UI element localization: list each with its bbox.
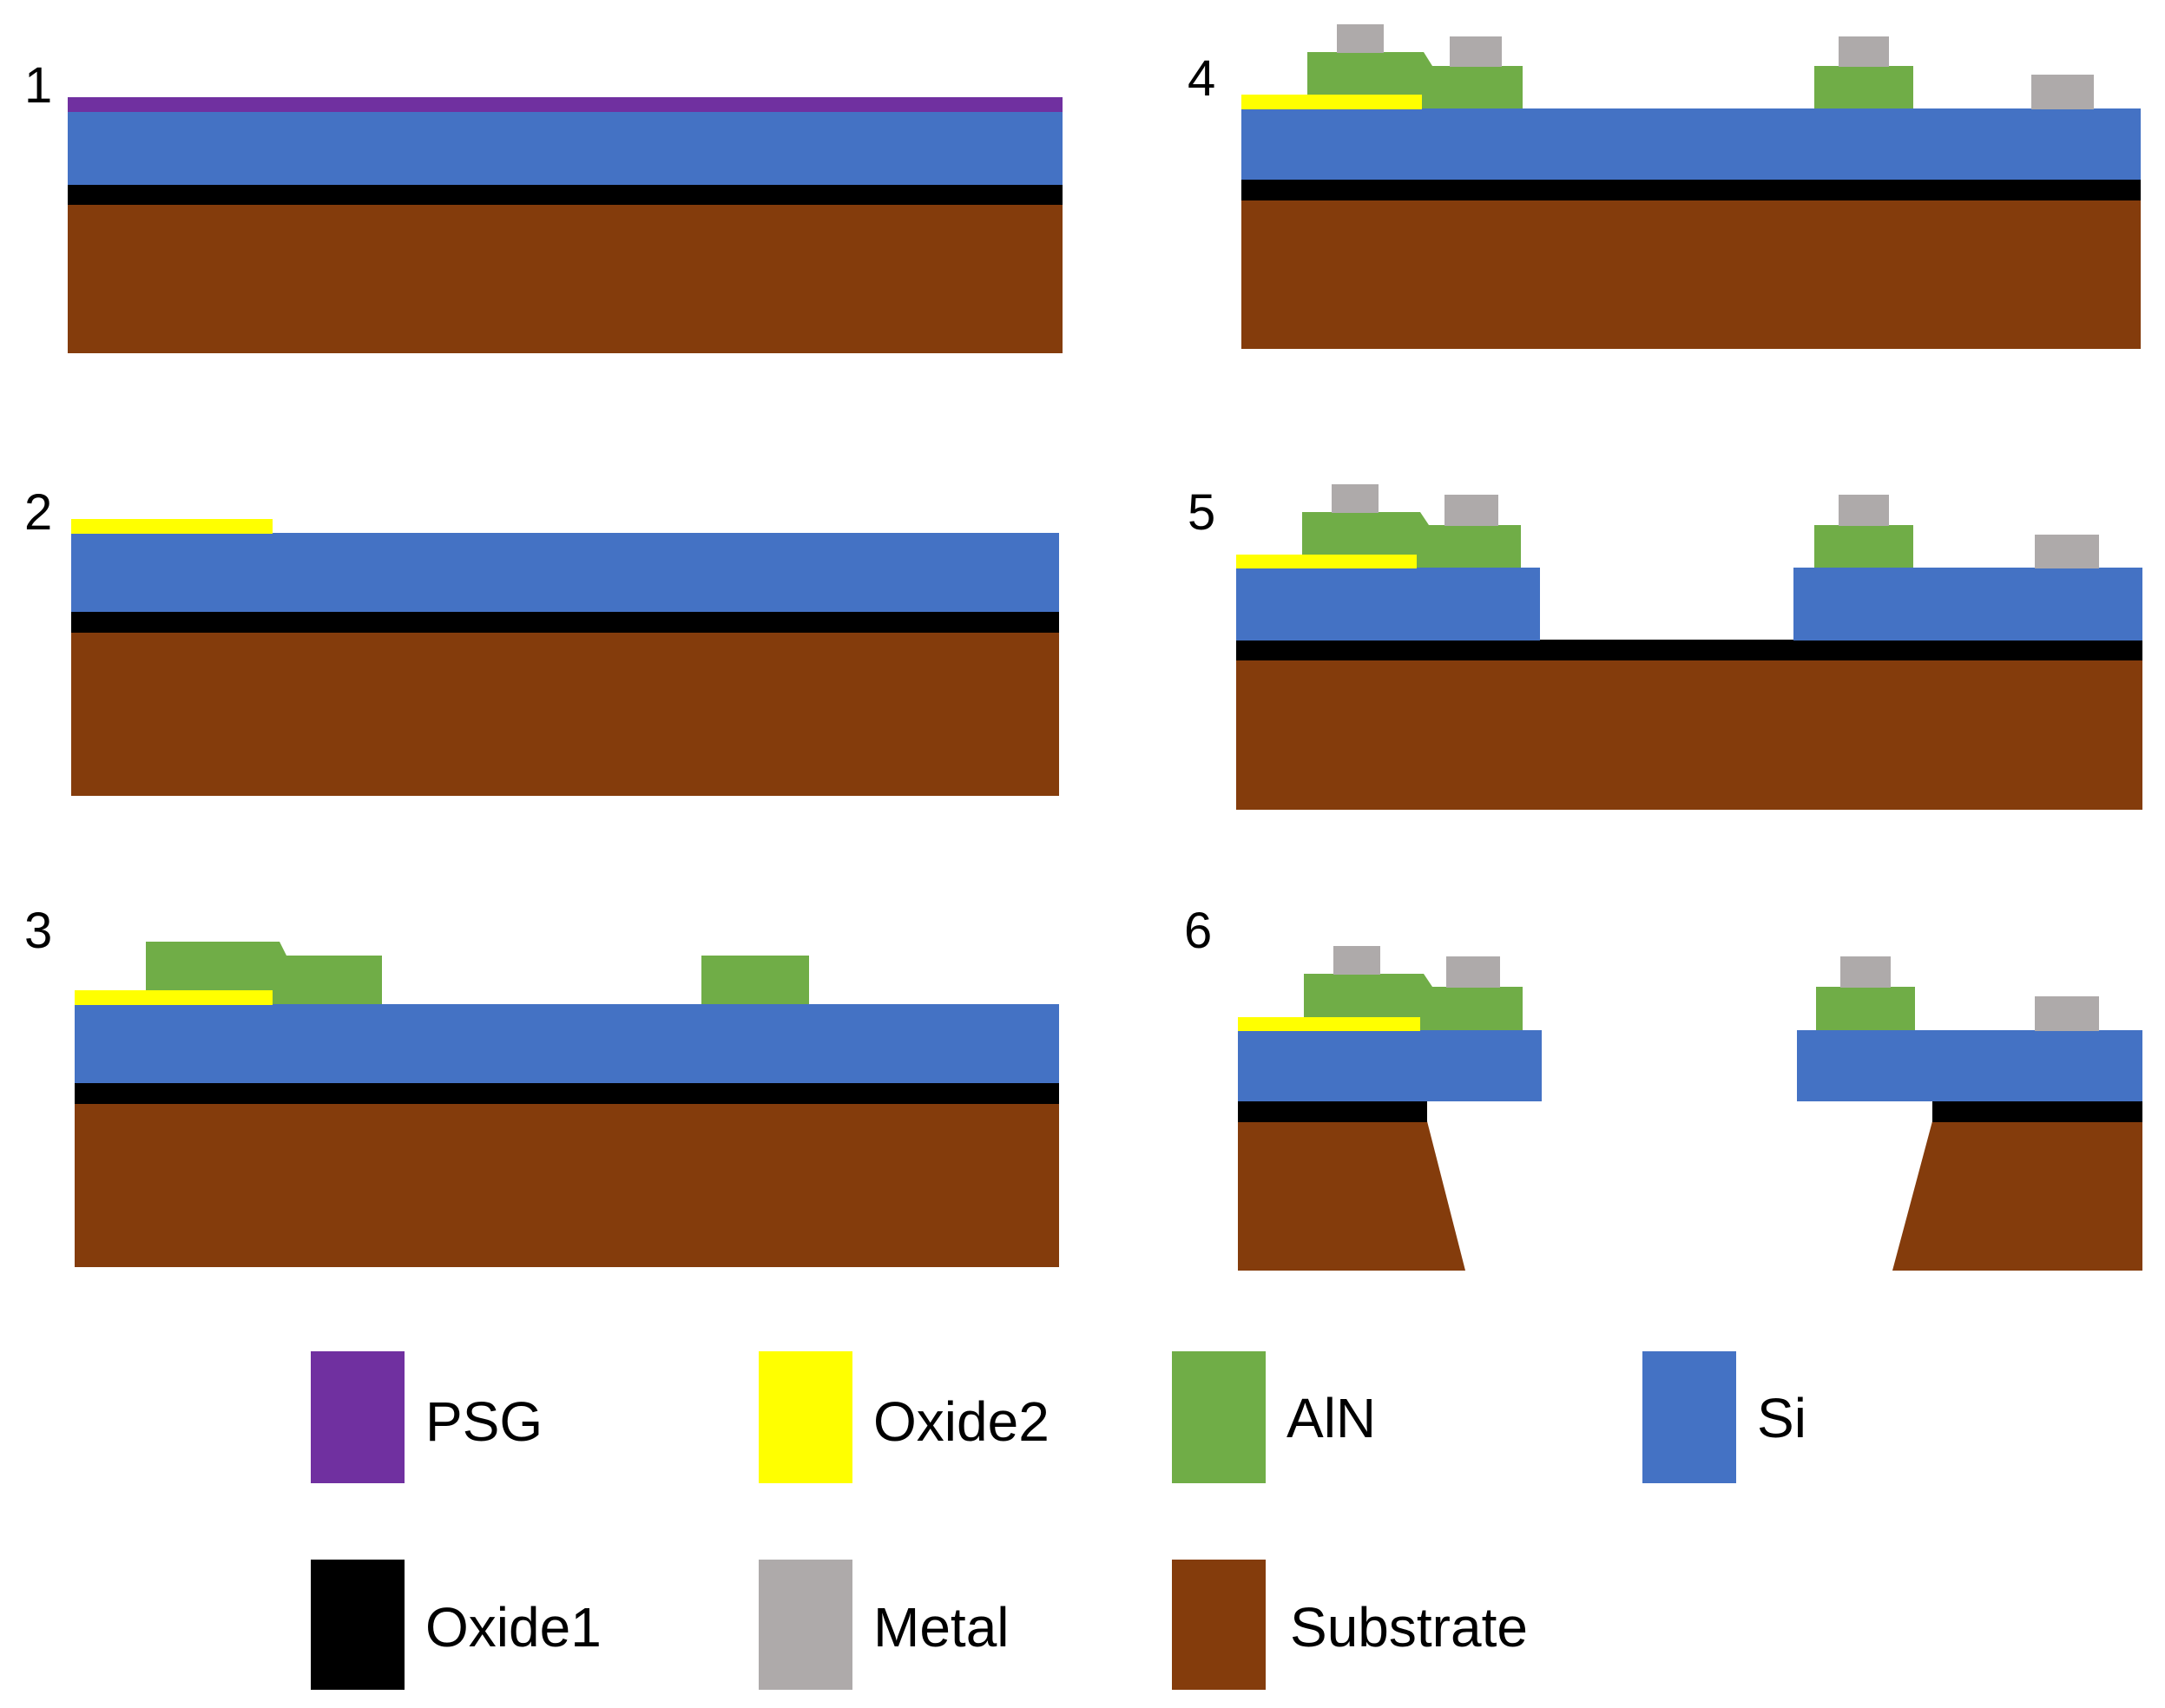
step-6-metal-pad-3 [1840, 956, 1891, 988]
step-6-metal-pad-2 [1446, 956, 1500, 988]
step-6-oxide2-layer [1238, 1017, 1420, 1031]
step-5-metal-pad-3 [1839, 495, 1889, 526]
step-5-cross-section [1236, 484, 2142, 810]
legend-item-aln: AlN [1172, 1351, 1376, 1483]
step-3-substrate-layer [75, 1103, 1059, 1267]
step-5-metal-pad-1 [1332, 484, 1379, 513]
legend-swatch-psg [311, 1351, 405, 1483]
step-3-aln-right [701, 956, 809, 1004]
step-1-si-layer [68, 111, 1063, 185]
step-4-cross-section [1241, 24, 2141, 349]
step-2-cross-section [71, 519, 1059, 796]
legend-item-psg: PSG [311, 1351, 543, 1483]
step-3-oxide2-layer [75, 990, 273, 1005]
step-4-label: 4 [1188, 50, 1215, 107]
step-1-psg-layer [68, 97, 1063, 112]
legend-label-oxide2: Oxide2 [873, 1390, 1050, 1453]
step-6-si-left [1238, 1030, 1542, 1101]
step-4-metal-pad-3 [1839, 36, 1889, 67]
step-4-aln-right [1814, 66, 1913, 108]
legend-label-psg: PSG [425, 1390, 543, 1453]
step-3-cross-section [75, 942, 1059, 1267]
step-6-cross-section [1238, 946, 2142, 1271]
step-5-substrate-layer [1236, 660, 2142, 810]
legend-label-si: Si [1757, 1387, 1806, 1449]
step-1-label: 1 [24, 57, 52, 114]
step-3-si-layer [75, 1004, 1059, 1083]
step-3-aln-left [146, 942, 382, 1004]
step-6-aln-right [1816, 987, 1915, 1030]
step-2-oxide1-layer [71, 611, 1059, 633]
step-4-metal-pad-2 [1450, 36, 1502, 67]
legend-item-oxide1: Oxide1 [311, 1560, 602, 1690]
legend-label-aln: AlN [1286, 1387, 1376, 1449]
step-6-metal-pad-4 [2035, 996, 2099, 1031]
step-3-oxide1-layer [75, 1082, 1059, 1104]
step-5-label: 5 [1188, 484, 1215, 541]
step-4-metal-pad-4 [2031, 75, 2094, 109]
step-6-metal-pad-1 [1333, 946, 1380, 975]
step-6-oxide1-right [1932, 1100, 2142, 1122]
legend-swatch-substrate [1172, 1560, 1266, 1690]
legend: PSG Oxide2 AlN Si Oxide1 Metal [311, 1351, 1806, 1690]
legend-label-oxide1: Oxide1 [425, 1596, 602, 1659]
step-4-oxide1-layer [1241, 179, 2141, 200]
legend-item-substrate: Substrate [1172, 1560, 1528, 1690]
step-1-cross-section [68, 97, 1063, 353]
step-2-si-layer [71, 533, 1059, 612]
step-4-metal-pad-1 [1337, 24, 1384, 53]
step-5-si-right [1793, 568, 2142, 640]
step-6-oxide1-left [1238, 1100, 1427, 1122]
step-6-si-right [1797, 1030, 2142, 1101]
step-4-si-layer [1241, 108, 2141, 180]
step-2-oxide2-layer [71, 519, 273, 534]
step-1-substrate-layer [68, 204, 1063, 353]
step-6-substrate-left [1238, 1121, 1465, 1271]
step-6-label: 6 [1184, 903, 1212, 959]
step-2-substrate-layer [71, 632, 1059, 796]
step-5-si-left [1236, 568, 1540, 640]
step-4-oxide2-layer [1241, 95, 1422, 109]
step-4-substrate-layer [1241, 200, 2141, 349]
step-5-metal-pad-4 [2035, 535, 2099, 568]
step-5-oxide2-layer [1236, 555, 1417, 568]
legend-swatch-metal [759, 1560, 852, 1690]
step-5-aln-right [1814, 525, 1913, 568]
step-5-oxide1-layer [1236, 640, 2142, 660]
legend-swatch-aln [1172, 1351, 1266, 1483]
legend-label-metal: Metal [873, 1596, 1010, 1659]
step-1-oxide1-layer [68, 184, 1063, 205]
legend-item-oxide2: Oxide2 [759, 1351, 1050, 1483]
step-3-label: 3 [24, 903, 52, 959]
step-6-aln-left [1304, 974, 1523, 1030]
legend-item-si: Si [1642, 1351, 1806, 1483]
step-6-substrate-right [1892, 1121, 2142, 1271]
legend-swatch-oxide2 [759, 1351, 852, 1483]
legend-item-metal: Metal [759, 1560, 1010, 1690]
legend-swatch-oxide1 [311, 1560, 405, 1690]
step-5-metal-pad-2 [1444, 495, 1498, 526]
step-2-label: 2 [24, 484, 52, 541]
legend-swatch-si [1642, 1351, 1736, 1483]
legend-label-substrate: Substrate [1290, 1596, 1528, 1659]
